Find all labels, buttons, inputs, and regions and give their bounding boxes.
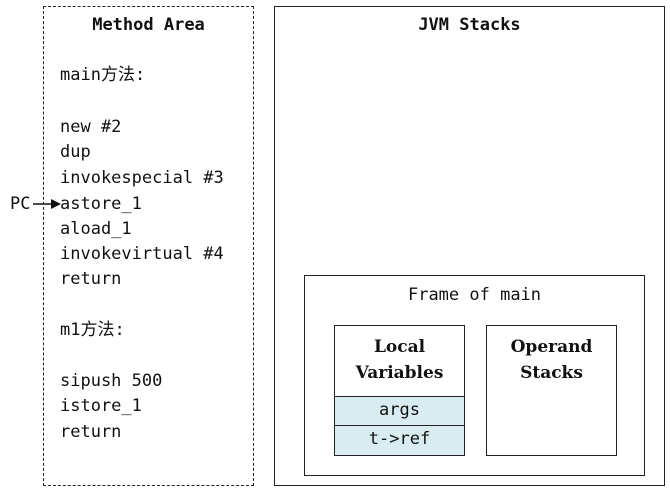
code-line-aload: aload_1 — [60, 219, 132, 239]
local-slot-ref: t->ref — [335, 425, 464, 455]
code-line-invokevirtual: invokevirtual #4 — [60, 244, 224, 264]
local-variables-title: Local Variables — [335, 334, 464, 386]
frame-of-main: Frame of main — [304, 275, 645, 476]
method-area-panel: Method Area main方法: new #2 dup invokespe… — [43, 6, 254, 486]
jvm-stacks-title: JVM Stacks — [418, 15, 521, 35]
code-line-sipush: sipush 500 — [60, 371, 163, 391]
jvm-stacks-panel: JVM Stacks — [274, 6, 665, 486]
method-area-title: Method Area — [92, 15, 205, 35]
main-method-header: main方法: — [60, 65, 146, 85]
code-line-new: new #2 — [60, 117, 122, 137]
code-line-istore: istore_1 — [60, 396, 142, 416]
code-line-return-m1: return — [60, 422, 122, 442]
operand-stacks-title: Operand Stacks — [487, 334, 616, 386]
operand-stacks-title-line1: Operand — [510, 337, 593, 357]
local-slot-args: args — [335, 396, 464, 425]
operand-stacks-title-line2: Stacks — [520, 363, 583, 383]
code-line-dup: dup — [60, 142, 91, 162]
pc-label: PC — [10, 194, 31, 214]
local-variables-title-line2: Variables — [355, 363, 444, 383]
operand-stacks-box: Operand Stacks — [486, 325, 617, 456]
code-line-invokespecial: invokespecial #3 — [60, 168, 224, 188]
code-line-return-main: return — [60, 269, 122, 289]
local-variables-box: Local Variables args t->ref — [334, 325, 465, 456]
frame-title: Frame of main — [407, 285, 542, 305]
pc-arrow-icon — [33, 199, 61, 209]
m1-method-header: m1方法: — [60, 320, 125, 340]
local-variables-title-line1: Local — [373, 337, 426, 357]
code-line-astore: astore_1 — [60, 194, 142, 214]
